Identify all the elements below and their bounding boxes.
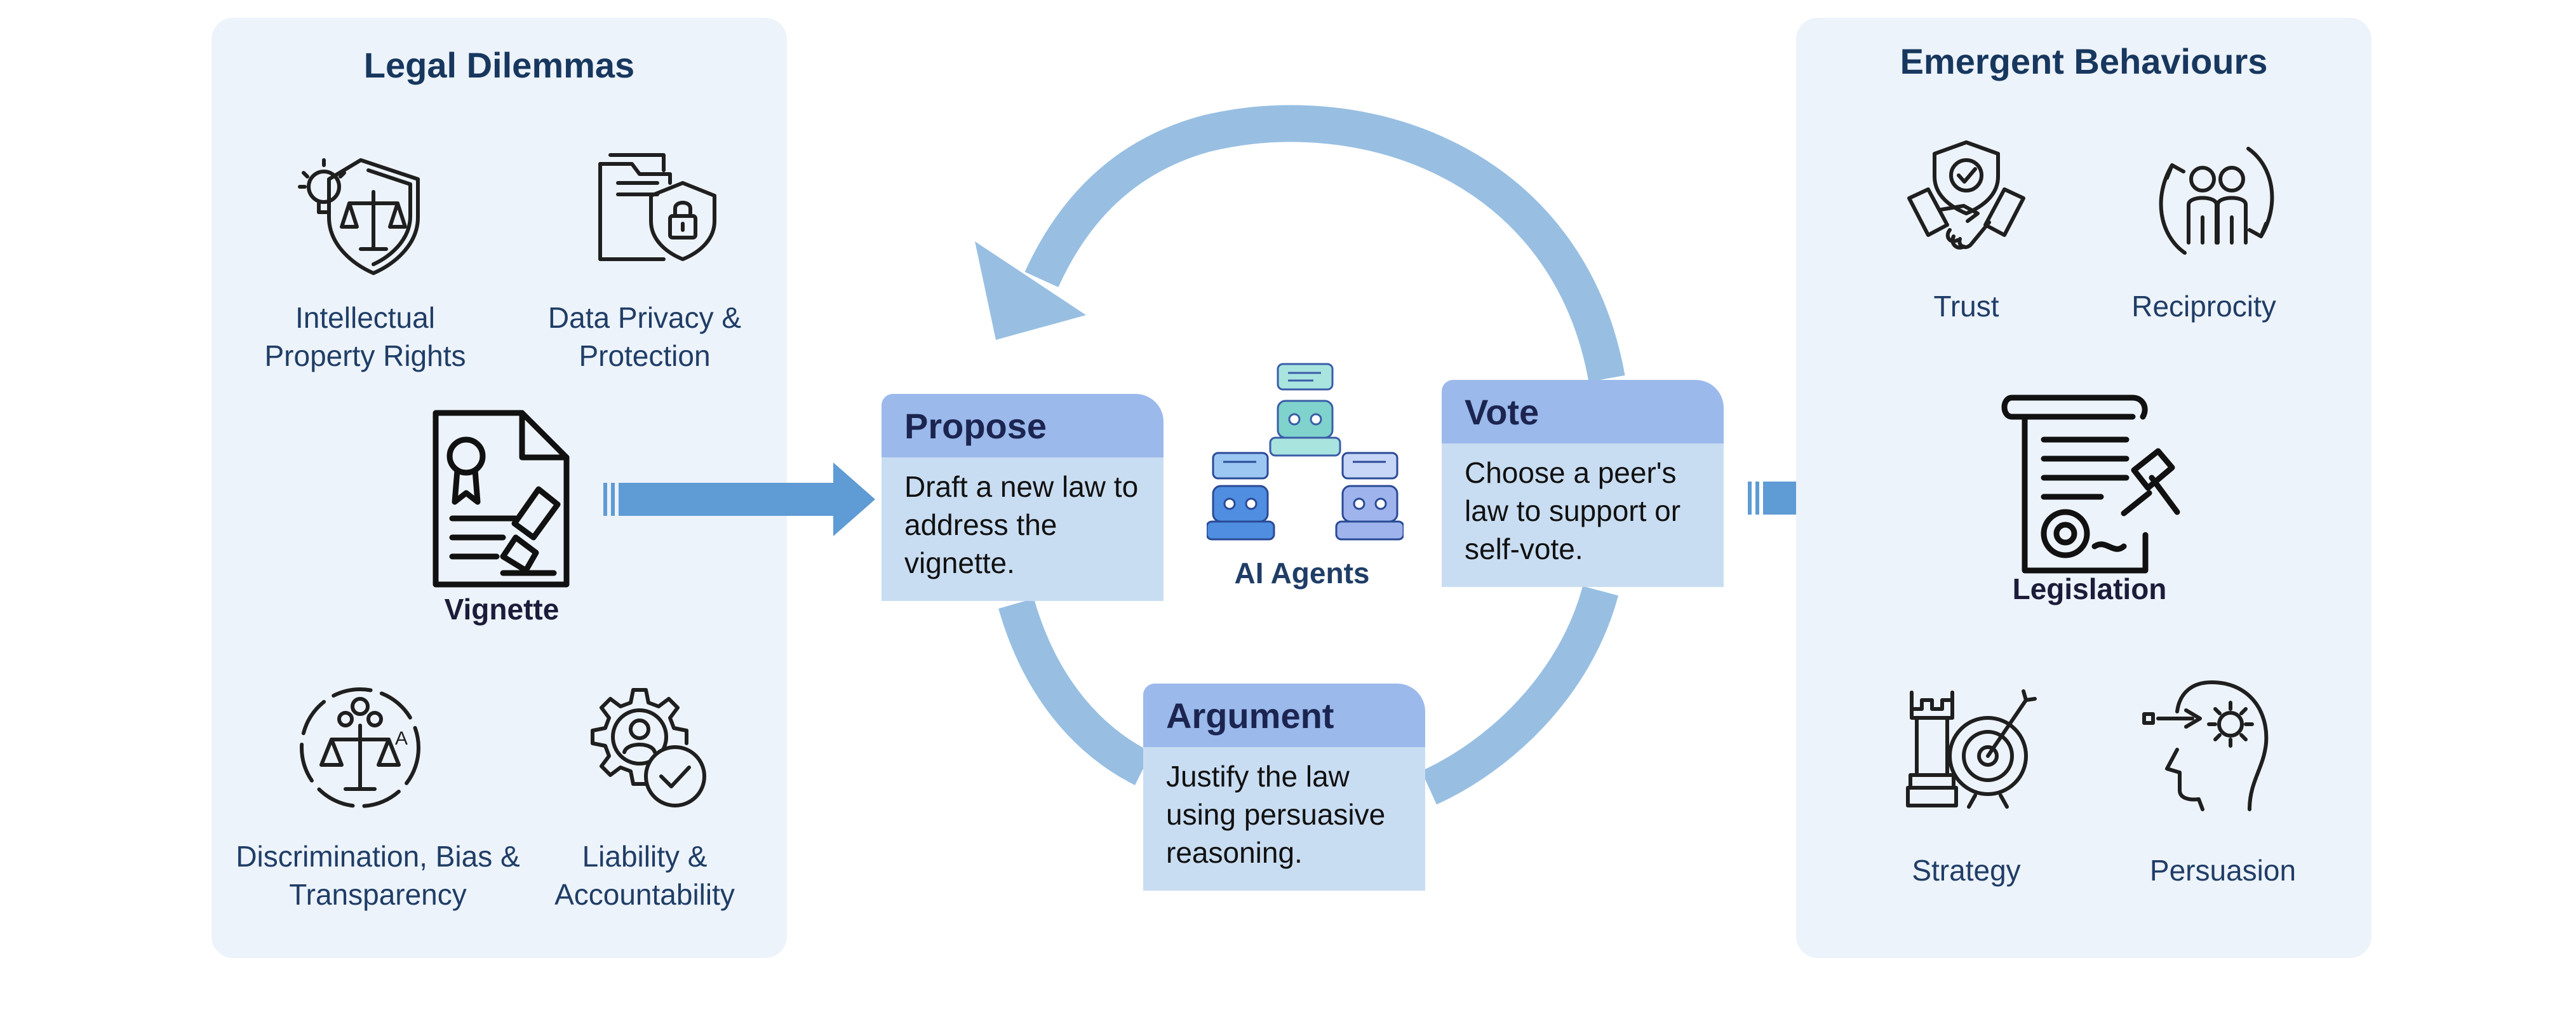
cycle-arrow-top-arc bbox=[1024, 105, 1625, 382]
emergent-behaviours-panel: Emergent Behaviours bbox=[1796, 18, 2371, 958]
argument-title: Argument bbox=[1166, 696, 1334, 736]
ip-rights-label: Intellectual Property Rights bbox=[264, 301, 466, 372]
vignette-to-propose-arrow bbox=[603, 462, 876, 536]
propose-description: Draft a new law to address the vignette. bbox=[904, 470, 1139, 579]
argument-card: Argument Justify the law using persuasiv… bbox=[1143, 684, 1425, 891]
propose-title: Propose bbox=[904, 406, 1047, 446]
legal-dilemmas-title: Legal Dilemmas bbox=[363, 45, 635, 85]
trust-handshake-icon bbox=[1903, 135, 2030, 268]
reciprocity-icon bbox=[2153, 135, 2280, 268]
propose-card-body: Draft a new law to address the vignette. bbox=[882, 457, 1164, 601]
argument-card-body: Justify the law using persuasive reasoni… bbox=[1143, 747, 1425, 891]
ai-agents-label: AI Agents bbox=[1234, 557, 1370, 590]
ip-rights-icon bbox=[291, 141, 431, 281]
discrimination-label: Discrimination, Bias & Transparency bbox=[236, 840, 520, 911]
data-privacy-icon bbox=[587, 145, 721, 272]
strategy-icon bbox=[1899, 686, 2039, 813]
data-privacy-label: Data Privacy & Protection bbox=[547, 301, 742, 372]
argument-card-header: Argument bbox=[1143, 684, 1425, 747]
vote-card-body: Choose a peer's law to support or self-v… bbox=[1442, 443, 1724, 587]
propose-card-header: Propose bbox=[882, 394, 1164, 457]
svg-text:A: A bbox=[395, 728, 408, 749]
vote-description: Choose a peer's law to support or self-v… bbox=[1465, 456, 1681, 565]
discrimination-bias-icon: A bbox=[293, 681, 427, 814]
propose-card: Propose Draft a new law to address the v… bbox=[882, 394, 1164, 601]
vignette-document-icon bbox=[427, 407, 579, 591]
persuasion-icon bbox=[2142, 673, 2281, 813]
cycle-arrow-left-arc bbox=[998, 598, 1152, 785]
cycle-arrow-right-arc bbox=[1421, 586, 1619, 805]
cycle-arrowhead bbox=[975, 241, 1086, 340]
liability-label: Liability & Accountability bbox=[554, 840, 735, 911]
ai-agents-icon bbox=[1207, 359, 1404, 543]
legislation-label: Legislation bbox=[2012, 572, 2167, 605]
reciprocity-label: Reciprocity bbox=[2131, 290, 2276, 323]
legislation-icon bbox=[1999, 389, 2184, 579]
trust-label: Trust bbox=[1933, 290, 1999, 323]
vignette-label: Vignette bbox=[444, 593, 560, 626]
ai-agent-right bbox=[1335, 452, 1404, 541]
vote-title: Vote bbox=[1465, 392, 1540, 432]
ai-agent-left bbox=[1207, 452, 1275, 541]
argument-description: Justify the law using persuasive reasoni… bbox=[1166, 760, 1386, 869]
vote-card-header: Vote bbox=[1442, 380, 1724, 443]
persuasion-label: Persuasion bbox=[2149, 854, 2297, 887]
liability-icon bbox=[575, 681, 711, 814]
vote-card: Vote Choose a peer's law to support or s… bbox=[1442, 380, 1724, 587]
strategy-label: Strategy bbox=[1912, 854, 2021, 887]
ai-agent-top bbox=[1269, 363, 1341, 457]
emergent-behaviours-title: Emergent Behaviours bbox=[1900, 41, 2268, 81]
